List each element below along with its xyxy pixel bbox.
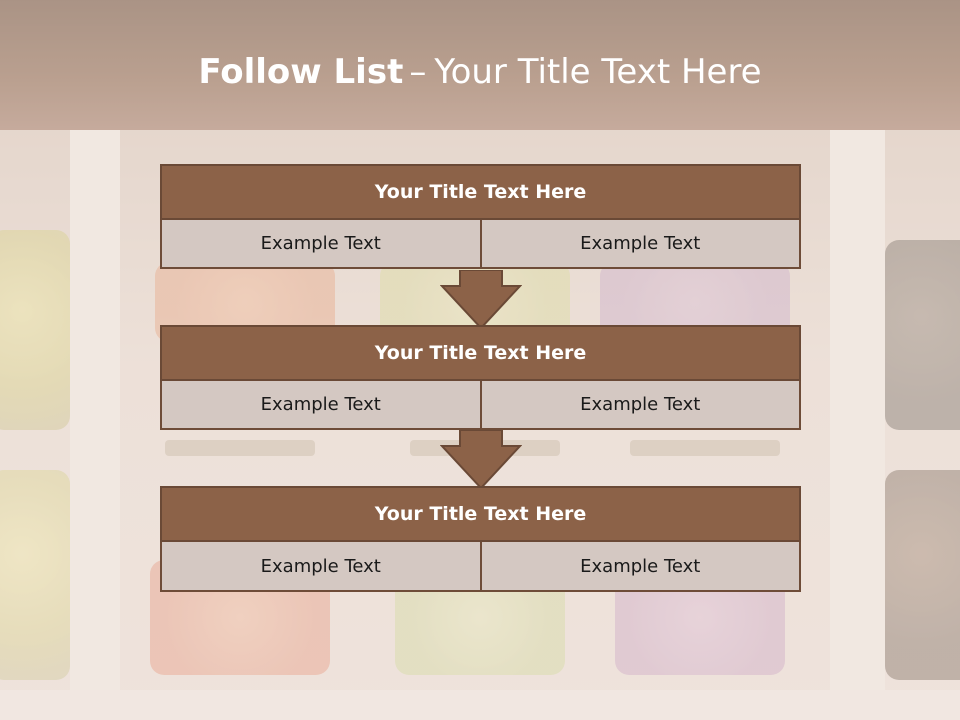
step-block-2: Your Title Text Here Example Text Exampl… [160, 325, 801, 430]
jar-lid [630, 440, 780, 456]
down-arrow-icon [440, 270, 522, 330]
title-separator: – [409, 52, 427, 92]
step-text-right[interactable]: Example Text [481, 381, 801, 430]
title-rest: Your Title Text Here [434, 52, 762, 92]
step-row: Example Text Example Text [160, 381, 801, 430]
shelf-post [830, 130, 885, 720]
step-block-3: Your Title Text Here Example Text Exampl… [160, 486, 801, 592]
candy-jar [885, 470, 960, 680]
shelf-bottom [0, 690, 960, 720]
step-text-right[interactable]: Example Text [481, 542, 801, 592]
step-text-right[interactable]: Example Text [481, 220, 801, 269]
candy-jar [0, 230, 70, 430]
step-title[interactable]: Your Title Text Here [160, 164, 801, 220]
slide-title: Follow List–Your Title Text Here [0, 52, 960, 92]
shelf-post [70, 130, 120, 720]
step-title[interactable]: Your Title Text Here [160, 486, 801, 542]
header-band [0, 0, 960, 130]
candy-jar [885, 240, 960, 430]
step-row: Example Text Example Text [160, 220, 801, 269]
candy-jar [0, 470, 70, 680]
jar-lid [165, 440, 315, 456]
down-arrow-icon [440, 430, 522, 490]
step-row: Example Text Example Text [160, 542, 801, 592]
title-bold: Follow List [198, 52, 404, 92]
step-text-left[interactable]: Example Text [160, 542, 482, 592]
step-block-1: Your Title Text Here Example Text Exampl… [160, 164, 801, 269]
step-title[interactable]: Your Title Text Here [160, 325, 801, 381]
step-text-left[interactable]: Example Text [160, 220, 482, 269]
step-text-left[interactable]: Example Text [160, 381, 482, 430]
